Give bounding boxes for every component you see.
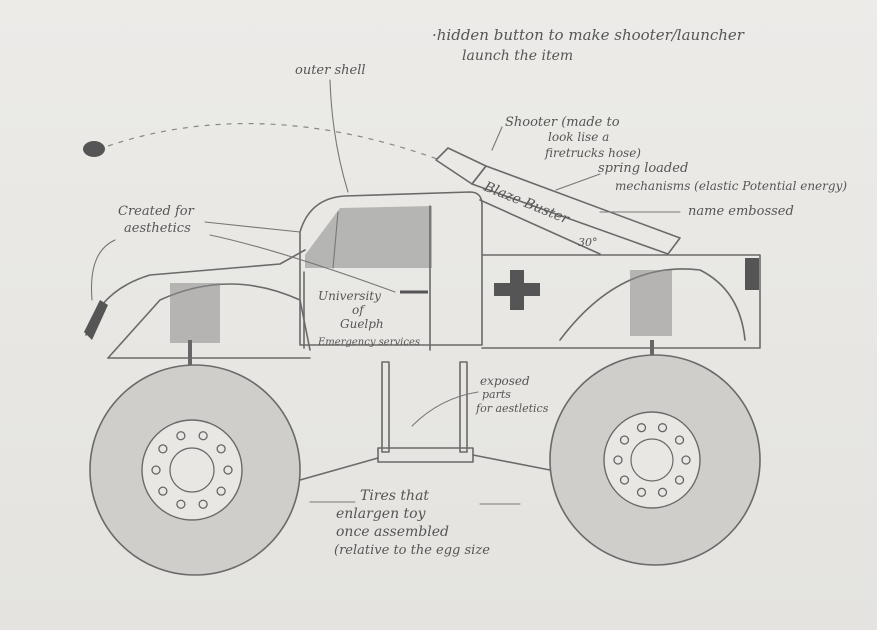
note-name-embossed: name embossed	[688, 204, 794, 219]
lug-bolt	[636, 423, 647, 433]
door-text-2: of	[352, 303, 366, 317]
rear-tire	[549, 354, 761, 566]
note-hidden-button: ·hidden button to make shooter/launcher	[432, 26, 745, 44]
note-exposed-3: for aestletics	[475, 402, 549, 415]
lug-bolt	[176, 431, 186, 441]
lug-bolt	[613, 455, 623, 465]
lug-bolt	[216, 444, 226, 454]
trajectory-line	[107, 123, 441, 161]
note-tires-2: enlargen toy	[336, 506, 427, 522]
note-tires-1: Tires that	[360, 488, 429, 504]
lug-bolt	[198, 431, 208, 441]
lug-bolt	[158, 444, 168, 454]
note-exposed-2: parts	[482, 388, 511, 401]
note-outer-shell: outer shell	[295, 63, 366, 78]
rear-bed	[481, 254, 761, 349]
lug-bolt	[681, 455, 691, 465]
lug-bolt	[657, 423, 668, 433]
note-shooter-2: look lise a	[548, 130, 609, 144]
door-text-3: Guelph	[340, 317, 384, 331]
cab-outer-shell	[299, 191, 483, 351]
note-spring-2: mechanisms (elastic Potential energy)	[615, 179, 847, 193]
note-aesthetics-1: Created for	[118, 204, 195, 219]
door-text-1: University	[318, 289, 381, 303]
lug-bolt	[198, 499, 208, 509]
front-hood	[84, 249, 311, 359]
lug-bolt	[657, 487, 668, 497]
note-tires-3: once assembled	[336, 524, 449, 540]
lug-bolts	[151, 423, 691, 509]
note-exposed-1: exposed	[480, 374, 530, 388]
lug-bolt	[619, 435, 630, 445]
egg-projectile	[83, 141, 105, 157]
note-aesthetics-2: aesthetics	[124, 221, 191, 236]
door-text-4: Emergency services	[317, 337, 420, 348]
note-hidden-button-2: launch the item	[462, 48, 573, 64]
lug-bolt	[158, 486, 168, 496]
lug-bolt	[216, 486, 226, 496]
note-shooter-3: firetrucks hose)	[544, 146, 641, 160]
shooter-cannon	[435, 147, 681, 255]
note-spring-1: spring loaded	[598, 161, 688, 176]
lug-bolt	[636, 487, 647, 497]
lug-bolt	[223, 465, 233, 475]
lug-bolt	[619, 475, 630, 485]
annotation-arrows	[90, 79, 681, 505]
lug-bolt	[151, 465, 161, 475]
lug-bolt	[674, 475, 685, 485]
cannon-angle: 30°	[578, 236, 598, 249]
note-tires-4: (relative to the egg size	[334, 543, 490, 558]
lug-bolt	[674, 435, 685, 445]
note-shooter-1: Shooter (made to	[505, 115, 620, 130]
lug-bolt	[176, 499, 186, 509]
front-tire	[89, 364, 301, 576]
